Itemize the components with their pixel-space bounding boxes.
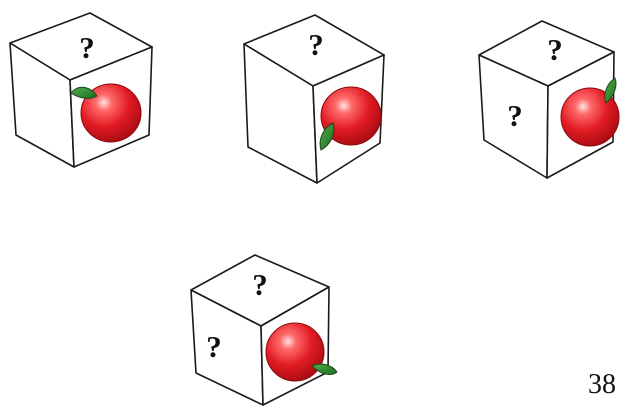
- cube-3: ? ?: [478, 20, 620, 179]
- page-number: 38: [588, 369, 616, 400]
- cube-1-top-question-mark: ?: [79, 30, 95, 65]
- cube-3-left-question-mark: ?: [507, 98, 523, 133]
- cube-1-apple-icon: [70, 83, 142, 143]
- cube-3-top-question-mark: ?: [547, 32, 563, 67]
- cube-4-apple-icon: [265, 322, 338, 382]
- cube-3-apple-icon: [560, 77, 620, 147]
- cube-4-top-question-mark: ?: [252, 267, 268, 302]
- cube-1: ?: [9, 12, 153, 168]
- cube-4: ? ?: [190, 254, 338, 406]
- cube-2: ?: [243, 14, 385, 184]
- cube-4-left-question-mark: ?: [206, 329, 222, 364]
- cube-2-apple-icon: [319, 86, 382, 151]
- cube-2-top-question-mark: ?: [308, 27, 324, 62]
